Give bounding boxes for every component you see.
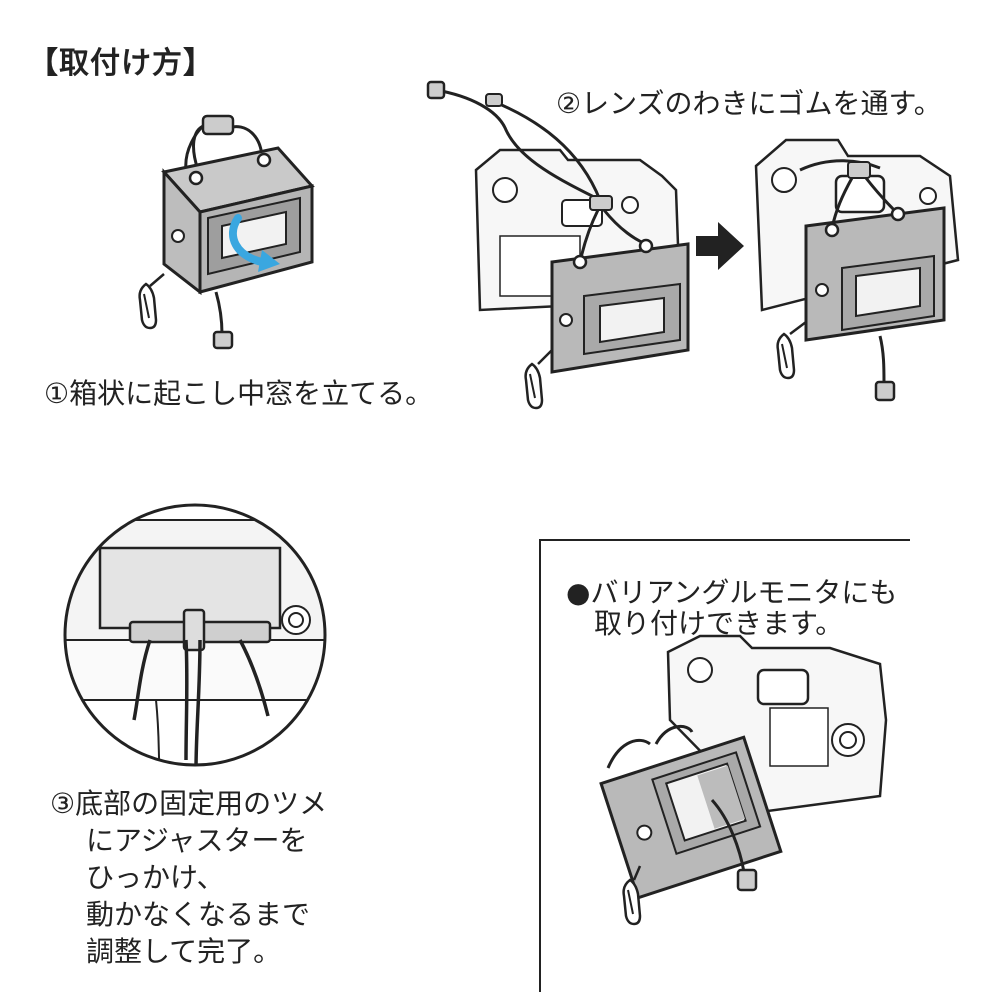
magnifier-circle bbox=[63, 503, 327, 767]
step-1-caption: ①箱状に起こし中窓を立てる。 bbox=[44, 376, 433, 413]
page-title: 【取付け方】 bbox=[28, 46, 214, 81]
carabiner-icon bbox=[524, 362, 544, 410]
step-3-line-5: 調整して完了。 bbox=[86, 934, 282, 968]
note-caption: ●バリアングルモニタにも 取り付けできます。 bbox=[566, 576, 898, 640]
curved-arrow-icon bbox=[229, 214, 266, 266]
step-2-text: レンズのわきにゴムを通す。 bbox=[581, 87, 942, 120]
note-bullet: ● bbox=[566, 576, 591, 609]
curved-arrow-head bbox=[258, 250, 280, 272]
right-arrow-icon bbox=[696, 222, 744, 270]
step-3-number: ③ bbox=[50, 787, 76, 820]
carabiner-icon bbox=[138, 282, 158, 330]
step-2-number: ② bbox=[556, 87, 582, 120]
cord-adjuster bbox=[201, 114, 235, 136]
step-1-text: 箱状に起こし中窓を立てる。 bbox=[69, 377, 434, 410]
vari-angle-figure bbox=[599, 634, 888, 926]
bottom-hook-detail-figure bbox=[63, 503, 327, 767]
step-3-line-4: 動かなくなるまで bbox=[86, 897, 311, 931]
step-3-line-1: 底部の固定用のツメ bbox=[75, 787, 328, 820]
step-1-number: ① bbox=[44, 377, 70, 410]
step-2-caption: ②レンズのわきにゴムを通す。 bbox=[556, 86, 942, 123]
hood-box-figure bbox=[138, 114, 315, 350]
camera-before-figure bbox=[426, 80, 690, 410]
note-frame bbox=[539, 539, 910, 992]
note-line-1: バリアングルモニタにも bbox=[590, 576, 898, 609]
step-3-caption: ③底部の固定用のツメ にアジャスターを ひっかけ、 動かなくなるまで 調整して完… bbox=[50, 786, 327, 971]
step-3-line-3: ひっかけ、 bbox=[86, 860, 225, 894]
camera-after-figure bbox=[754, 138, 960, 402]
step-3-line-2: にアジャスターを bbox=[86, 823, 308, 857]
carabiner-icon bbox=[776, 332, 796, 380]
note-line-2: 取り付けできます。 bbox=[594, 606, 844, 640]
